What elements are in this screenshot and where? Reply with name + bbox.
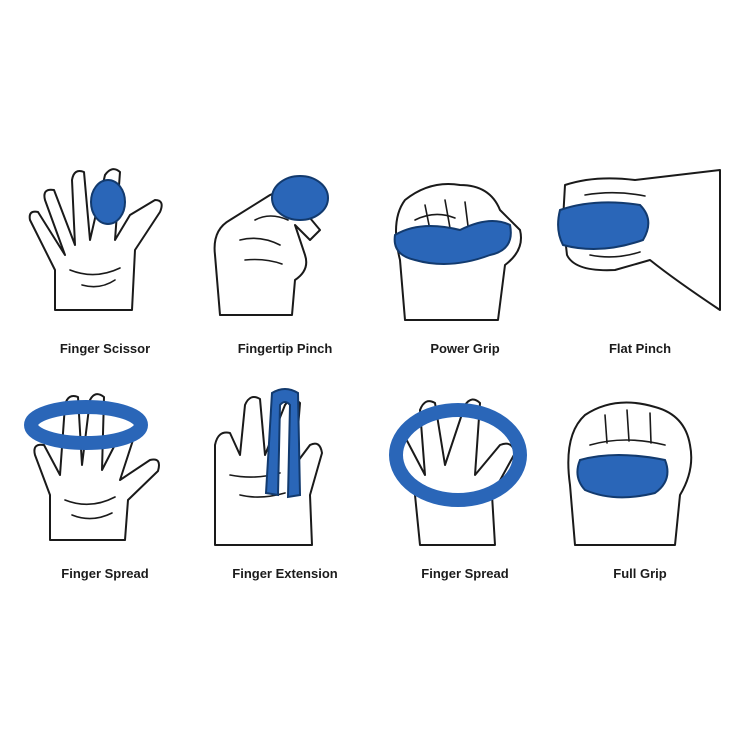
finger-extension-illustration [214,388,323,546]
exercise-label: Finger Spread [61,566,149,581]
exercise-power-grip: Power Grip [380,160,550,370]
exercise-label: Finger Extension [232,566,338,581]
putty-ball [393,220,512,265]
fingertip-pinch-illustration [213,175,329,316]
putty-ball [576,454,669,499]
flat-pinch-illustration [557,169,721,311]
putty-ring [389,403,527,507]
finger-spread-illustration [389,398,527,546]
exercise-label: Finger Scissor [59,341,151,356]
finger-spread-illustration [24,393,160,541]
exercise-finger-spread-2: Finger Spread [380,385,550,595]
power-grip-illustration [393,183,522,321]
putty-ring [24,400,148,450]
exercise-label: Power Grip [430,341,500,356]
exercise-finger-scissor: Finger Scissor [20,160,190,370]
exercise-flat-pinch: Flat Pinch [555,160,725,370]
putty-ball [90,179,126,225]
exercise-label: Full Grip [613,566,667,581]
exercise-fingertip-pinch: Fingertip Pinch [200,160,370,370]
exercise-finger-spread-1: Finger Spread [20,385,190,595]
exercise-finger-extension: Finger Extension [200,385,370,595]
putty-band [264,388,302,499]
finger-scissor-illustration [28,168,163,311]
full-grip-illustration [567,401,693,546]
exercise-label: Finger Spread [421,566,509,581]
putty-ball [271,175,329,221]
exercise-label: Fingertip Pinch [237,341,333,356]
exercise-full-grip: Full Grip [555,385,725,595]
exercise-label: Flat Pinch [608,341,672,356]
putty-ball [557,201,650,250]
